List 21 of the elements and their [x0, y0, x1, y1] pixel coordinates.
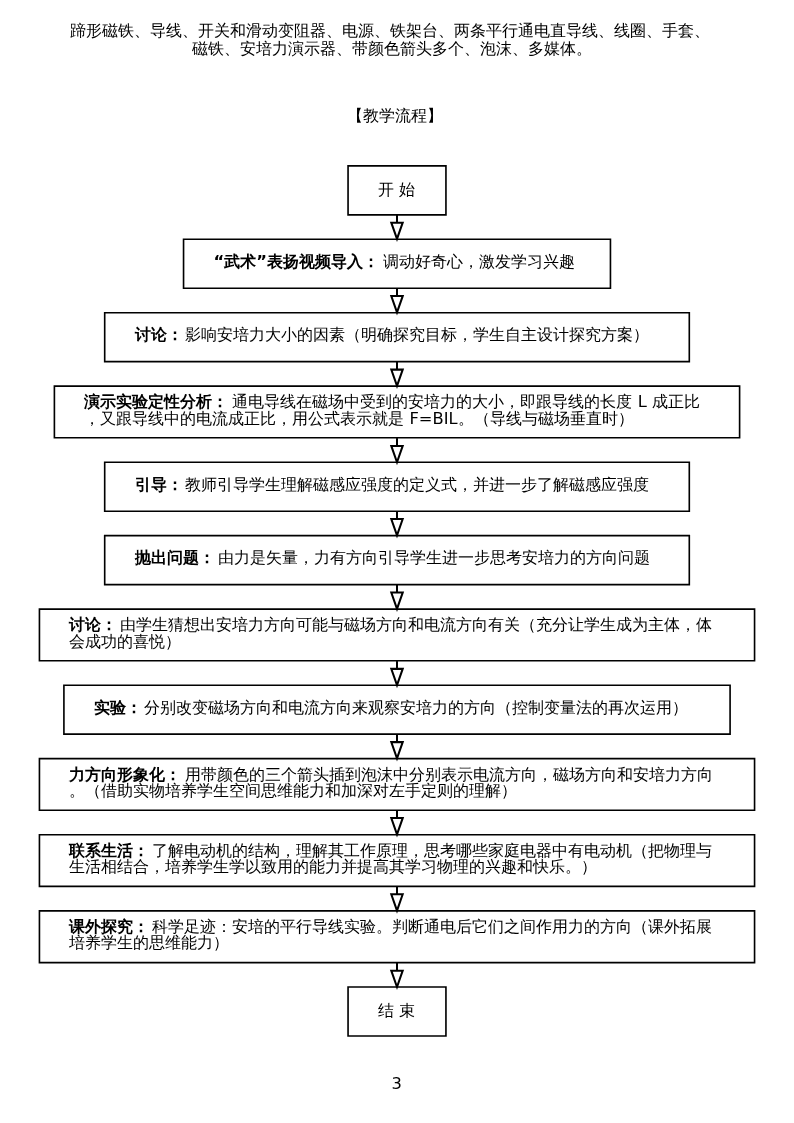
node-box: 课外探究： 科学足迹：安培的平行导线实验。判断通电后它们之间作用力的方向（课外拓展培养学生的思维能力） [38, 910, 756, 964]
node-box: 演示实验定性分析： 通电导线在磁场中受到的安培力的大小，即跟导线的长度 L 成正比，又跟导线中的电流成正比，用公式表示就是 F=BIL。（导线与磁场垂直时） [53, 385, 741, 439]
node-box: 开 始 [347, 165, 447, 216]
arrow [389, 962, 405, 991]
node-box: 力方向形象化： 用带颜色的三个箭头插到泡沫中分别表示电流方向，磁场方向和安培力方向。（借助实物培养学生空间思维能力和加深对左手定则的理解） [38, 757, 756, 812]
node-box: 引导：教师引导学生理解磁感应强度的定义式，并进一步了解磁感应强度 [103, 461, 691, 512]
node-box: “武术”表扬视频导入： 调动好奇心，激发学习兴趣 [182, 238, 612, 290]
arrow [389, 511, 405, 539]
node-box: 实验：分别改变磁场方向和电流方向来观察安培力的方向（控制变量法的再次运用） [63, 684, 731, 735]
label: 【教学流程】 [347, 106, 444, 126]
node-box: 讨论：影响安培力大小的因素（明确探究目标，学生自主设计探究方案） [103, 311, 691, 363]
arrow [389, 288, 405, 316]
arrow [389, 214, 405, 243]
node-box: 抛出问题： 由力是矢量，力有方向引导学生进一步思考安培力的方向问题 [103, 534, 691, 586]
label: 3 [391, 1074, 402, 1094]
node-box: 结 束 [347, 986, 447, 1037]
node-box: 讨论：由学生猜想出安培力方向可能与磁场方向和电流方向有关（充分让学生成为主体，体会成功的喜悦） [38, 608, 756, 662]
arrow [389, 438, 405, 466]
node-box: 联系生活： 了解电动机的结构，理解其工作原理，思考哪些家庭电器中有电动机（把物理与生活相结合，培养学生学以致用的能力并提高其学习物理的兴趣和快乐。） [38, 833, 756, 888]
label: 蹄形磁铁、导线、开关和滑动变阻器、电源、铁架台、两条平行通电直导线、线圈、手套、磁铁、安培力演示器、带颜色箭头多个、泡沫、多媒体。 [70, 21, 711, 58]
arrow [389, 661, 405, 689]
